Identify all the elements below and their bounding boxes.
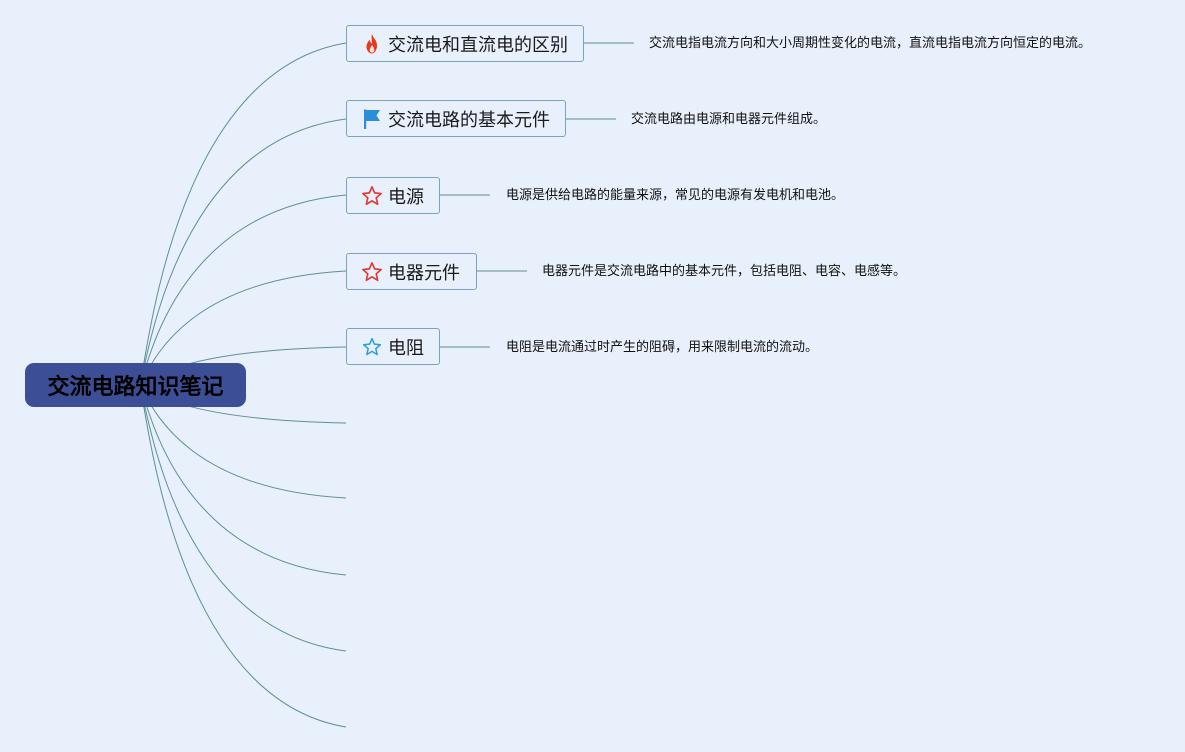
topic-note: 电器元件是交流电路中的基本元件，包括电阻、电容、电感等。 (542, 264, 907, 279)
topic-note: 交流电指电流方向和大小周期性变化的电流，直流电指电流方向恒定的电流。 (649, 36, 1092, 51)
topic-note: 交流电路由电源和电器元件组成。 (631, 112, 827, 127)
flag-icon (361, 108, 383, 130)
topic-label: 交流电和直流电的区别 (388, 34, 568, 56)
star-outline-blue-icon (361, 336, 383, 358)
topic-power-source[interactable]: 电源 (346, 177, 440, 214)
branch-connector (139, 42, 347, 386)
topic-label: 电器元件 (388, 262, 460, 284)
topic-ac-dc-difference[interactable]: 交流电和直流电的区别 (346, 25, 584, 62)
topic-basic-components[interactable]: 交流电路的基本元件 (346, 100, 566, 137)
topic-label: 电阻 (388, 337, 424, 359)
root-topic[interactable]: 交流电路知识笔记 (25, 363, 246, 407)
branch-connector (139, 194, 347, 386)
topic-resistor[interactable]: 电阻 (346, 328, 440, 365)
topic-note: 电阻是电流通过时产生的阻碍，用来限制电流的流动。 (506, 340, 819, 355)
branch-connector (139, 118, 347, 386)
topic-label: 交流电路的基本元件 (388, 109, 550, 131)
star-outline-red-icon (361, 261, 383, 283)
branch-connector (139, 384, 347, 652)
topic-electrical-components[interactable]: 电器元件 (346, 253, 477, 290)
fire-icon (361, 33, 383, 55)
branch-connector (139, 384, 347, 576)
root-topic-label: 交流电路知识笔记 (47, 375, 224, 400)
topic-note: 电源是供给电路的能量来源，常见的电源有发电机和电池。 (506, 188, 845, 203)
star-outline-red-icon (361, 185, 383, 207)
branch-connector (139, 384, 347, 728)
topic-label: 电源 (388, 186, 424, 208)
